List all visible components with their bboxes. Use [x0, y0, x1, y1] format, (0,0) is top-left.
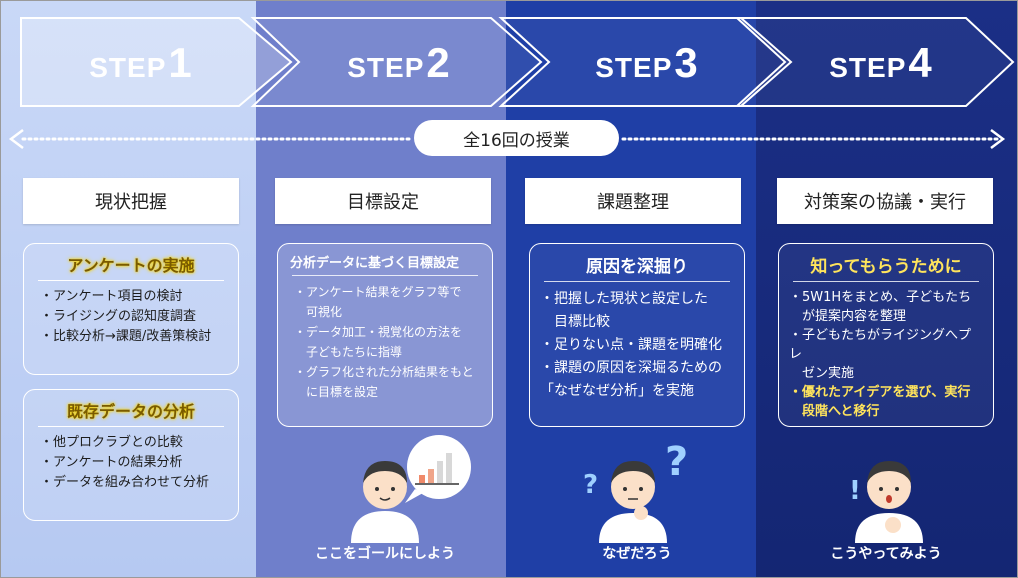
list-item: ・把握した現状と設定した: [540, 291, 708, 307]
list-item-highlight: ・優れたアイデアを選び、実行: [789, 385, 971, 400]
box-title: 既存データの分析: [66, 402, 195, 421]
step4-illustration: !: [849, 461, 923, 543]
list-item: ・他プロクラブとの比較: [40, 435, 183, 450]
list-item: 目標比較: [540, 314, 610, 330]
step2-goal-box: 分析データに基づく目標設定 ・アンケート結果をグラフ等で 可視化 ・データ加工・…: [277, 243, 493, 427]
list-item: ・子どもたちがライジングへプレ: [789, 328, 972, 362]
person-icon: [855, 461, 923, 543]
list-item: 可視化: [294, 305, 343, 319]
step1-column: [1, 1, 256, 577]
heading-step1: 現状把握: [23, 178, 239, 224]
step4-action-box: 知ってもらうために ・5W1Hをまとめ、子どもたち が提案内容を整理 ・子どもた…: [778, 243, 994, 427]
question-mark-icon: ?: [583, 470, 598, 500]
step1-survey-box: アンケートの実施 ・アンケート項目の検討 ・ライジングの認知度調査 ・比較分析→…: [23, 243, 239, 375]
step1-data-box: 既存データの分析 ・他プロクラブとの比較 ・アンケートの結果分析 ・データを組み…: [23, 389, 239, 521]
list-item: ・データを組み合わせて分析: [40, 475, 210, 490]
question-mark-icon: ?: [665, 439, 688, 485]
list-item-highlight: 段階へと移行: [789, 404, 880, 419]
heading-step3: 課題整理: [525, 178, 741, 224]
box-title: 分析データに基づく目標設定: [290, 256, 460, 271]
step3-illustration: ? ?: [583, 439, 688, 543]
step4-caption: こうやってみよう: [830, 546, 942, 562]
step3-caption: なぜだろう: [602, 546, 672, 562]
list-item: ・課題の原因を深堀るための: [540, 360, 722, 376]
list-item: ・5W1Hをまとめ、子どもたち: [789, 290, 972, 305]
step3-cause-box: 原因を深掘り ・把握した現状と設定した 目標比較 ・足りない点・課題を明確化 ・…: [529, 243, 745, 427]
list-item: ・アンケートの結果分析: [40, 455, 183, 470]
box-title: 原因を深掘り: [586, 257, 688, 277]
timeline-label: 全16回の授業: [414, 120, 619, 156]
list-item: ・比較分析→課題/改善策検討: [40, 329, 212, 344]
list-item: ゼン実施: [789, 366, 855, 381]
list-item: に目標を設定: [294, 385, 379, 399]
bar-chart-bubble-icon: [405, 435, 471, 503]
step-chevrons: [20, 17, 1015, 107]
heading-step2: 目標設定: [275, 178, 491, 224]
list-item: ・アンケート項目の検討: [40, 289, 183, 304]
heading-step4: 対策案の協議・実行: [777, 178, 993, 224]
list-item: が提案内容を整理: [789, 309, 907, 324]
box-title: 知ってもらうために: [810, 257, 962, 277]
list-item: ・足りない点・課題を明確化: [540, 337, 722, 353]
list-item: ・アンケート結果をグラフ等で: [294, 285, 462, 299]
step2-caption: ここをゴールにしよう: [315, 546, 455, 562]
exclamation-icon: !: [849, 476, 861, 506]
person-icon: [599, 461, 667, 543]
list-item: ・グラフ化された分析結果をもと: [294, 365, 474, 379]
timeline-arrow: [8, 129, 1006, 149]
box-title: アンケートの実施: [67, 256, 195, 275]
list-item: ・データ加工・視覚化の方法を: [294, 325, 463, 339]
step4-chevron: [734, 17, 1015, 107]
list-item: 「なぜなぜ分析」を実施: [540, 383, 694, 399]
list-item: 子どもたちに指導: [294, 345, 403, 359]
list-item: ・ライジングの認知度調査: [40, 309, 197, 324]
step2-chevron: [250, 17, 543, 107]
person-icon: [351, 461, 419, 543]
step1-chevron: [20, 17, 293, 107]
step2-illustration: [351, 435, 471, 543]
